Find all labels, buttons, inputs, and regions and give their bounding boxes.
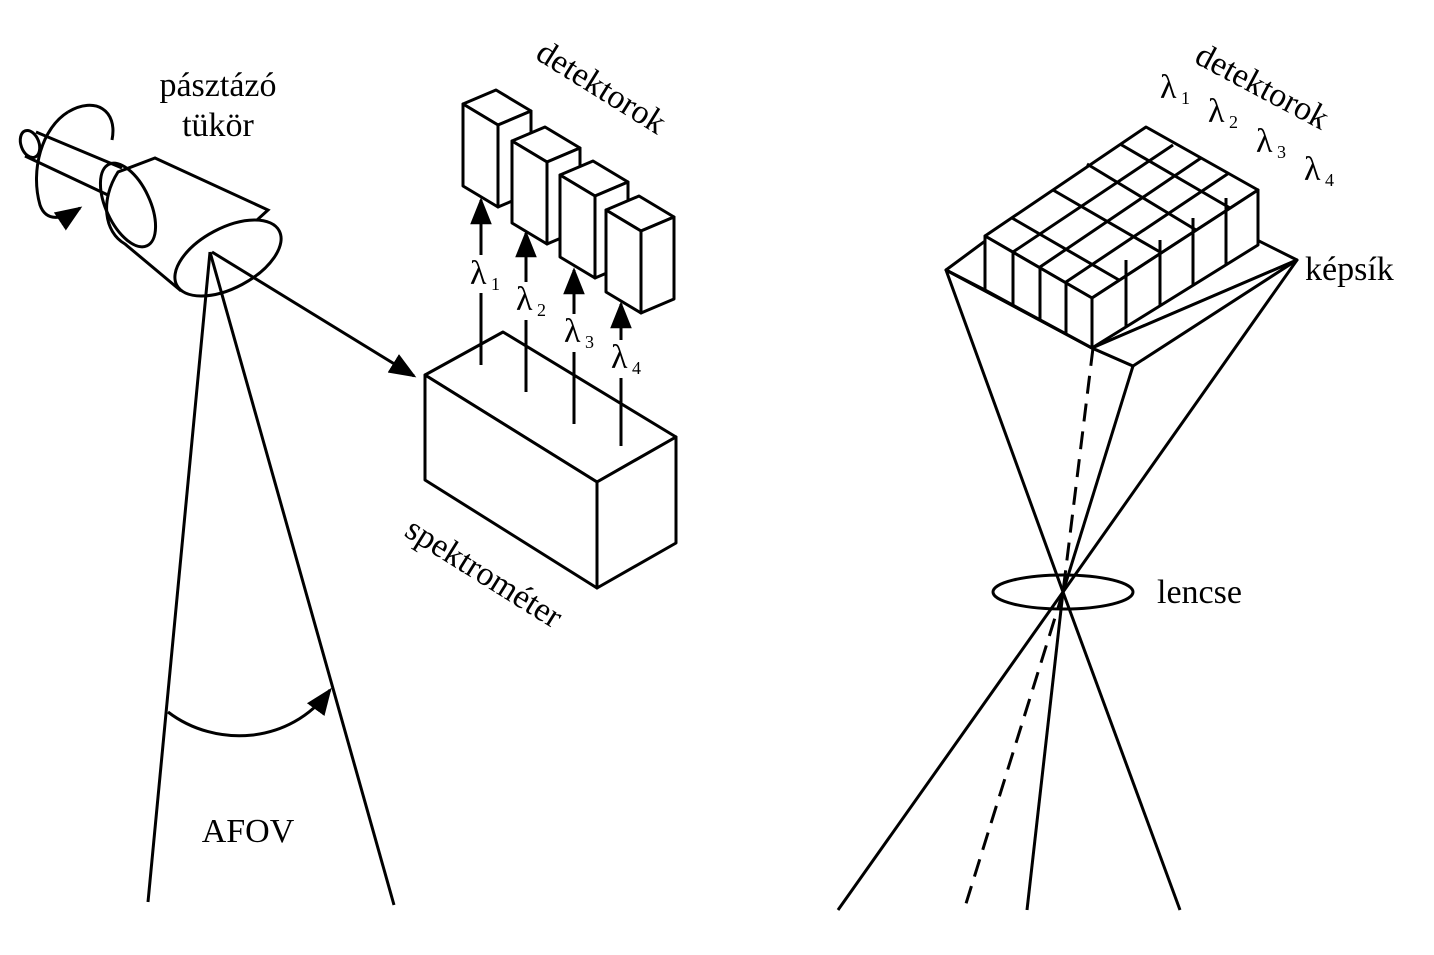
detector-array [983, 125, 1260, 350]
image-plane-label: képsík [1305, 251, 1394, 288]
ray-front-upper [1061, 365, 1135, 593]
ray-lower-right [1061, 591, 1182, 911]
svg-text:λ: λ [564, 313, 581, 350]
left-detectors-label: detektorok [530, 33, 673, 141]
lambda2-label: λ 2 [516, 281, 546, 320]
svg-text:3: 3 [1277, 142, 1286, 162]
right-lambda1-label: λ 1 [1160, 69, 1190, 108]
ray-lower-dashed [962, 591, 1065, 911]
spectrometer-side [595, 435, 678, 590]
array-grid [1011, 142, 1231, 334]
right-lambda4-label: λ 4 [1304, 151, 1334, 190]
array-side [1090, 188, 1260, 350]
ray-center-dashed [1061, 347, 1095, 593]
svg-text:3: 3 [585, 332, 594, 352]
scanning-mirror-assembly [18, 103, 283, 298]
rotation-arrow-icon [35, 110, 83, 231]
svg-text:λ: λ [1256, 123, 1273, 160]
afov-ray-right [208, 251, 396, 906]
svg-text:λ: λ [611, 339, 628, 376]
svg-text:λ: λ [1160, 69, 1177, 106]
svg-text:1: 1 [1181, 88, 1190, 108]
ray-lower-center [1025, 591, 1065, 911]
right-lambda3-label: λ 3 [1256, 123, 1286, 162]
afov-angle-arrow [167, 687, 332, 738]
ray-lower-left [836, 591, 1065, 911]
lambda1-label: λ 1 [470, 255, 500, 294]
detector-4 [604, 194, 676, 315]
scan-mirror-face [173, 218, 283, 298]
rotation-arrow-back [67, 103, 115, 141]
lens [991, 573, 1135, 611]
svg-text:4: 4 [1325, 170, 1334, 190]
spectrometer-box [423, 330, 678, 590]
ray-right-upper [1061, 259, 1299, 593]
svg-text:2: 2 [1229, 112, 1238, 132]
lens-label: lencse [1157, 574, 1242, 611]
svg-text:1: 1 [491, 274, 500, 294]
svg-text:4: 4 [632, 358, 641, 378]
svg-text:λ: λ [516, 281, 533, 318]
lambda3-label: λ 3 [564, 313, 594, 352]
left-detectors [461, 88, 676, 315]
beam-to-spectrometer-arrow [211, 250, 417, 378]
afov-label: AFOV [202, 813, 295, 850]
projection-rays [836, 259, 1299, 911]
shaft-end [18, 128, 42, 160]
mirror-label-line1: pásztázó [159, 67, 276, 104]
svg-text:λ: λ [1208, 93, 1225, 130]
mirror-cylinder-back [98, 161, 158, 249]
svg-text:λ: λ [1304, 151, 1321, 188]
right-lambda2-label: λ 2 [1208, 93, 1238, 132]
svg-text:λ: λ [470, 255, 487, 292]
lambda4-label: λ 4 [611, 339, 641, 378]
mirror-label-line2: tükör [182, 107, 254, 144]
svg-text:2: 2 [537, 300, 546, 320]
afov-cone [146, 251, 396, 906]
image-plane-side [1090, 258, 1299, 368]
ray-left-upper [944, 269, 1065, 593]
afov-ray-left [146, 251, 212, 903]
